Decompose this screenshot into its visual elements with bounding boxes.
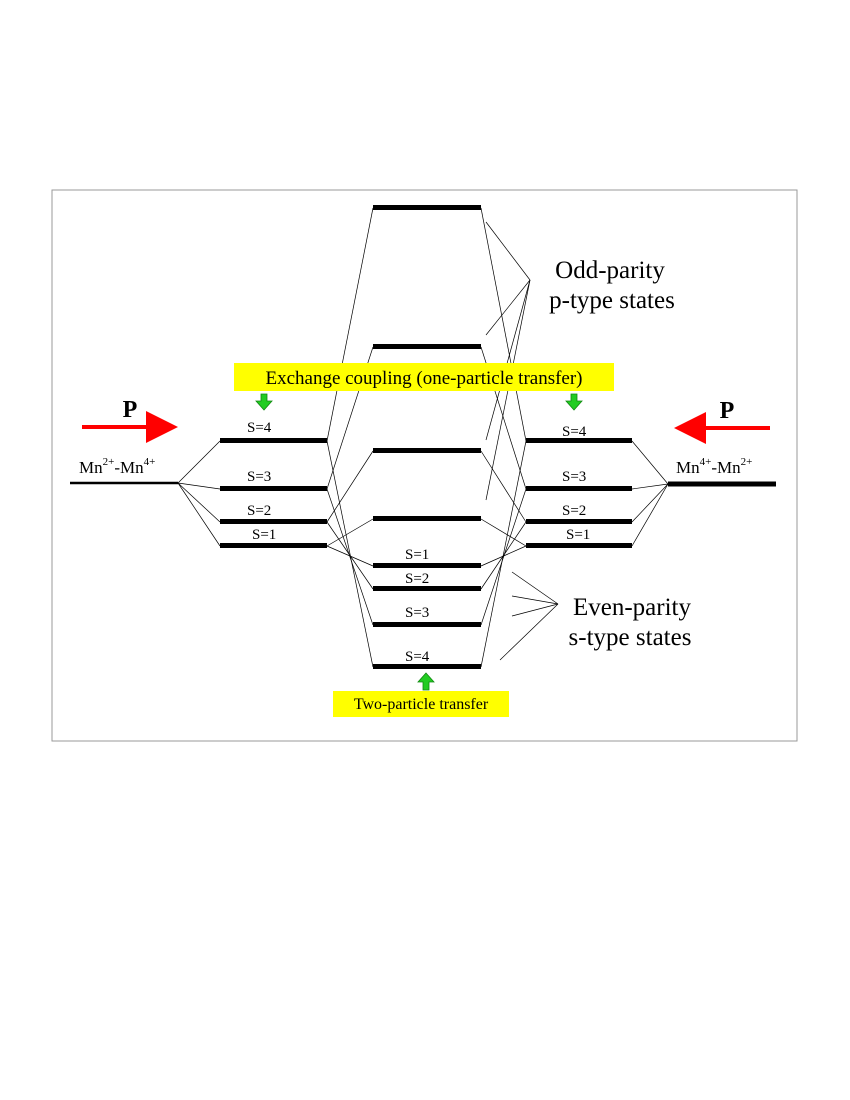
right-level-label-s1: S=1: [566, 527, 590, 543]
right-level-label-s2: S=2: [562, 503, 586, 519]
right-level-s3: [526, 486, 632, 491]
even-level-label-s1: S=1: [405, 547, 429, 563]
left-levels: [220, 438, 327, 548]
left-level-label-s1: S=1: [252, 527, 276, 543]
left-level-label-s2: S=2: [247, 503, 271, 519]
two-particle-label: Two-particle transfer: [354, 696, 489, 713]
green-down-arrow-left-icon: [255, 393, 273, 411]
odd-parity-title: Odd-parity: [555, 257, 665, 284]
odd-level-2: [373, 344, 481, 349]
p-label-right: P: [720, 398, 735, 424]
even-parity-subtitle: s-type states: [569, 624, 692, 651]
green-up-arrow-icon: [417, 672, 435, 691]
two-particle-highlight: [333, 691, 509, 717]
left-level-s1: [220, 543, 327, 548]
odd-parity-subtitle: p-type states: [549, 287, 675, 314]
diagram-frame: [51, 189, 798, 742]
mn-left-label: Mn2+-Mn4+: [79, 456, 155, 477]
center-even-levels: [373, 563, 481, 669]
even-level-label-s4: S=4: [405, 649, 430, 665]
even-level-s4: [373, 664, 481, 669]
even-level-s1: [373, 563, 481, 568]
odd-level-1: [373, 205, 481, 210]
even-level-s2: [373, 586, 481, 591]
left-level-label-s4: S=4: [247, 420, 272, 436]
p-label-left: P: [123, 397, 138, 423]
even-parity-title: Even-parity: [573, 594, 692, 621]
right-level-label-s4: S=4: [562, 424, 587, 440]
even-level-label-s2: S=2: [405, 571, 429, 587]
even-level-label-s3: S=3: [405, 605, 429, 621]
left-level-s4: [220, 438, 327, 443]
right-level-s2: [526, 519, 632, 524]
green-down-arrow-right-icon: [565, 393, 583, 411]
exchange-highlight: [234, 363, 614, 391]
odd-level-4: [373, 516, 481, 521]
even-level-s3: [373, 622, 481, 627]
right-levels: [526, 438, 632, 548]
left-level-s3: [220, 486, 327, 491]
mn-right-label: Mn4+-Mn2+: [676, 456, 752, 477]
center-odd-levels: [373, 205, 481, 521]
left-level-label-s3: S=3: [247, 469, 271, 485]
odd-level-3: [373, 448, 481, 453]
right-level-s4: [526, 438, 632, 443]
left-level-s2: [220, 519, 327, 524]
right-level-s1: [526, 543, 632, 548]
right-level-label-s3: S=3: [562, 469, 586, 485]
exchange-coupling-label: Exchange coupling (one-particle transfer…: [265, 368, 582, 389]
